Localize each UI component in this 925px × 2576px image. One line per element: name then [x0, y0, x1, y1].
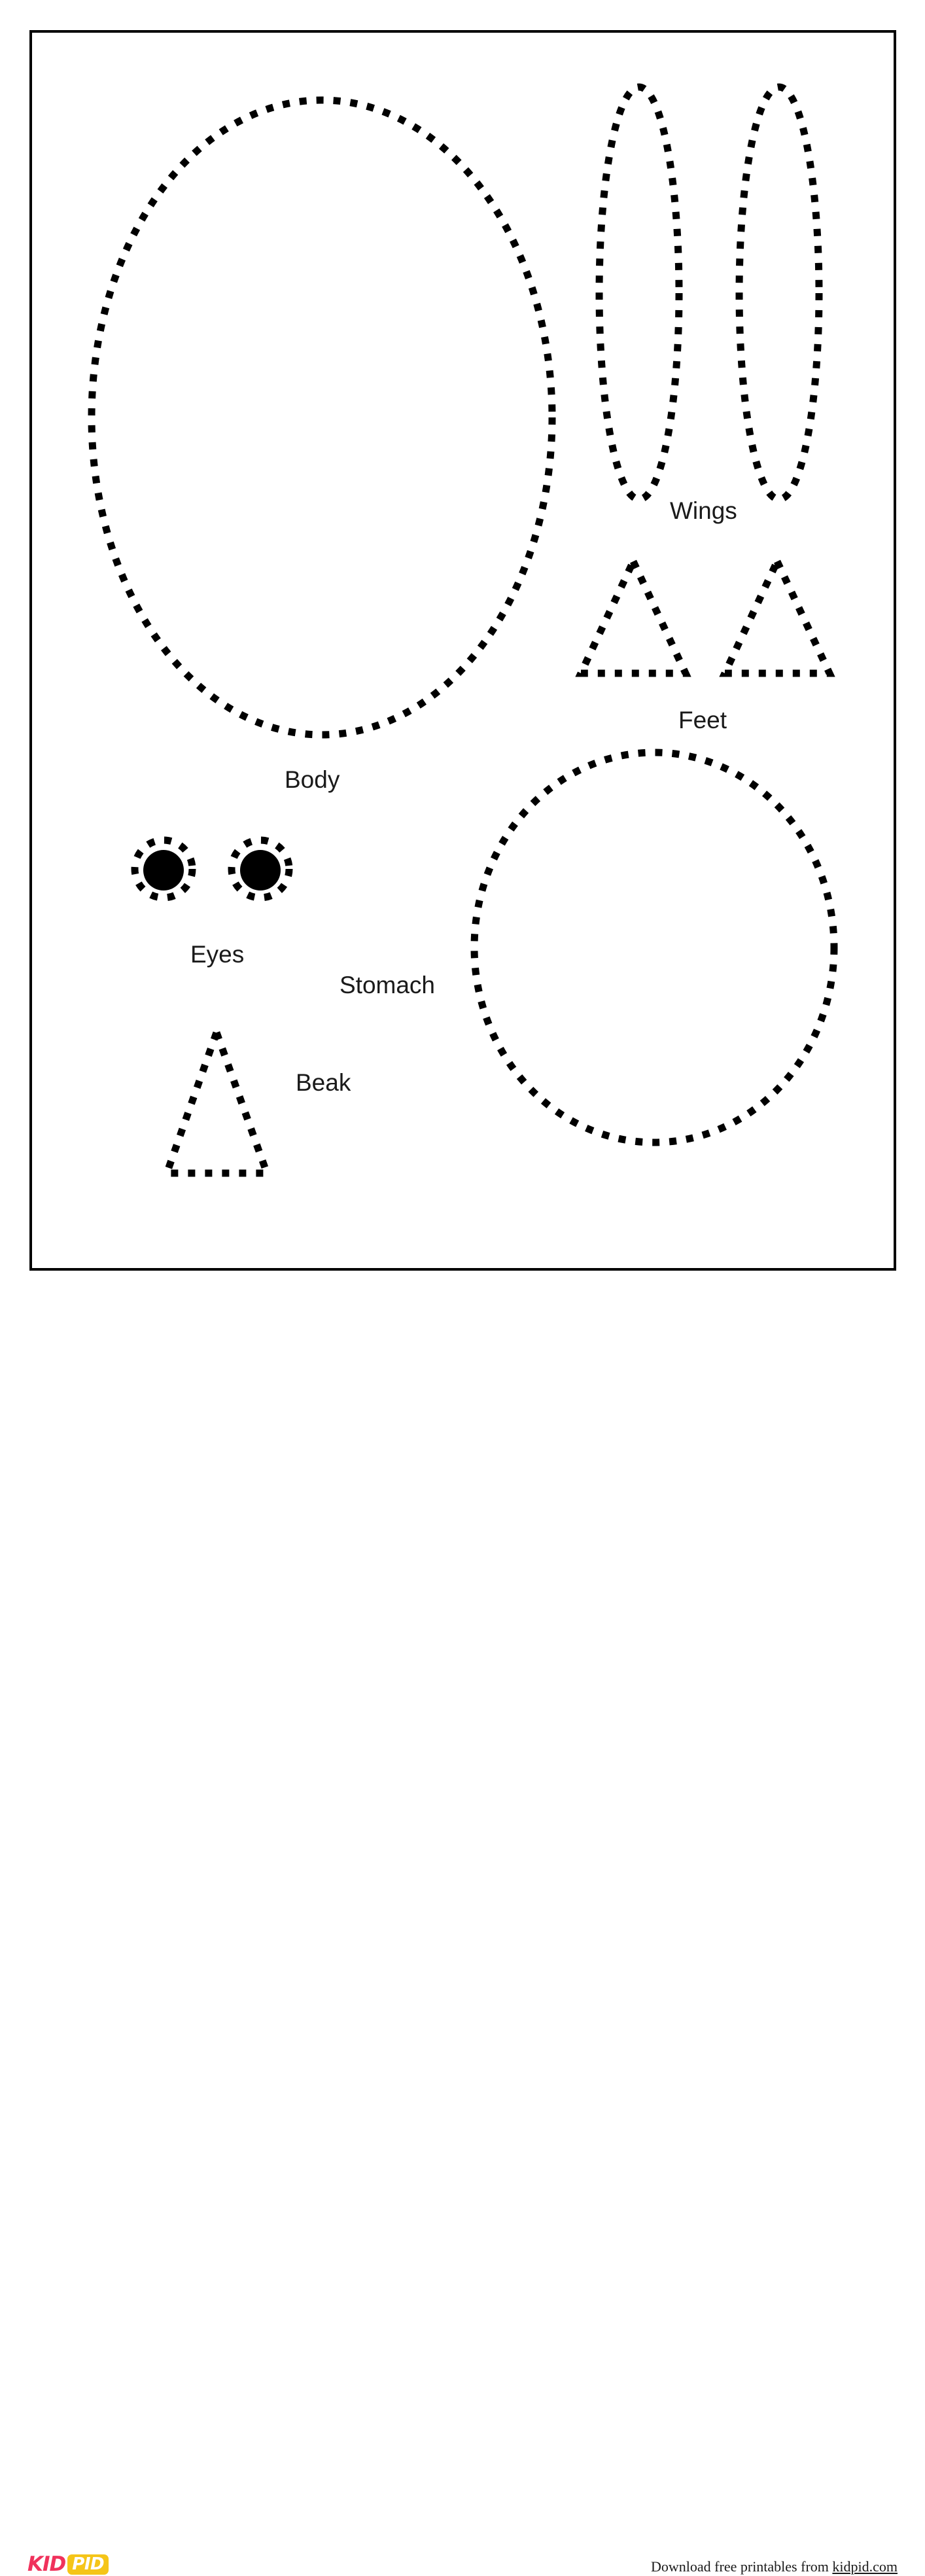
label-feet: Feet	[678, 707, 727, 733]
label-stomach: Stomach	[340, 972, 436, 998]
kidpid-logo[interactable]: KID PID	[27, 2554, 109, 2575]
sheet-border-frame	[29, 30, 896, 1271]
page-footer: KID PID Download free printables from ki…	[0, 1275, 925, 2575]
logo-pid-text: PID	[72, 2554, 105, 2574]
label-wings: Wings	[670, 497, 737, 524]
footer-credit-text: Download free printables from kidpid.com	[651, 2558, 898, 2575]
label-body: Body	[285, 766, 340, 793]
footer-credit-prefix: Download free printables from	[651, 2558, 833, 2575]
kidpid-website-link[interactable]: kidpid.com	[832, 2558, 898, 2575]
label-beak: Beak	[296, 1069, 351, 1096]
label-eyes: Eyes	[190, 941, 245, 968]
logo-kid-text: KID	[27, 2552, 66, 2576]
logo-pid-chip: PID	[67, 2554, 109, 2575]
printable-page: Body Wings Feet Eyes Stomach Beak KID PI…	[0, 30, 925, 2575]
